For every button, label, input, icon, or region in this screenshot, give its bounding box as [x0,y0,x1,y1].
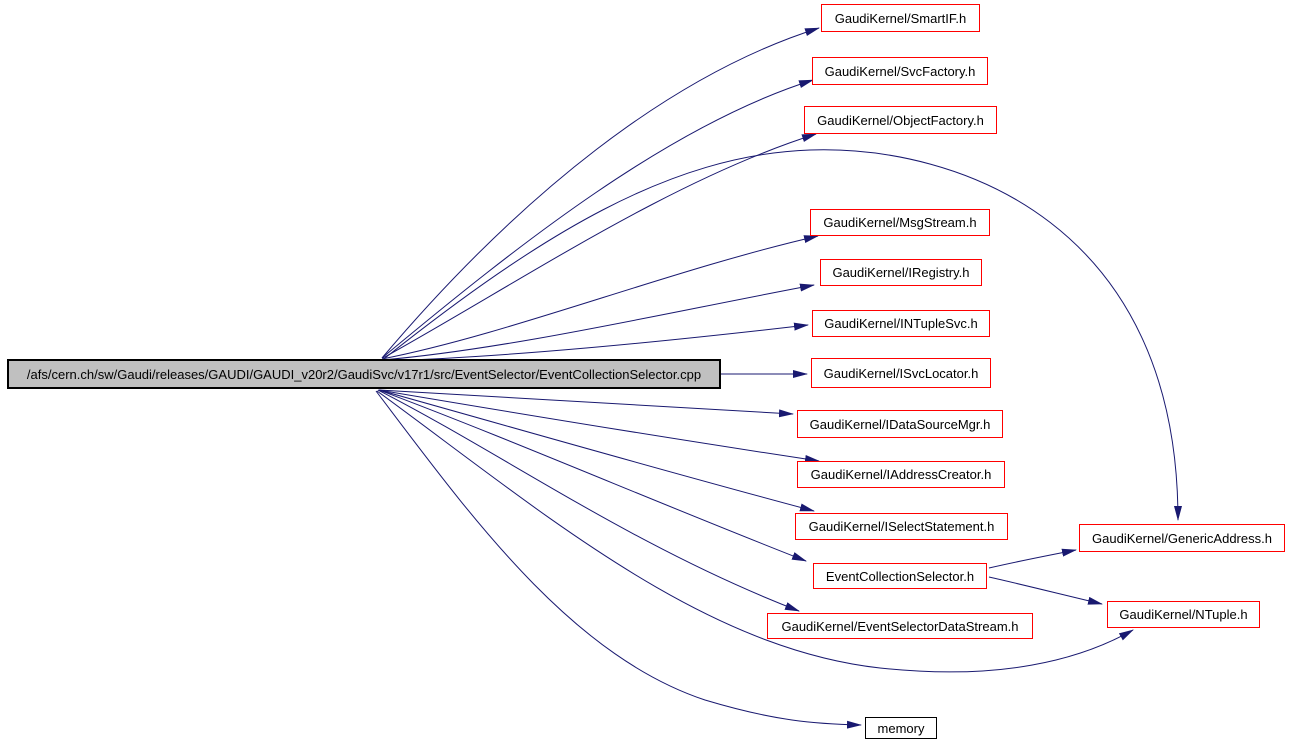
edge-main-to-iselectstatement [378,389,815,512]
edge-main-to-msgstream [381,235,819,360]
graph-node-iaddresscreator[interactable]: GaudiKernel/IAddressCreator.h [797,461,1005,488]
graph-node-iregistry[interactable]: GaudiKernel/IRegistry.h [820,259,982,286]
graph-node-isvclocator[interactable]: GaudiKernel/ISvcLocator.h [811,358,991,388]
graph-node-label: GaudiKernel/IDataSourceMgr.h [809,416,991,432]
edge-main-to-eventcollectionselector [378,389,807,562]
graph-node-intuplesvc[interactable]: GaudiKernel/INTupleSvc.h [812,310,990,337]
graph-node-source-file: /afs/cern.ch/sw/Gaudi/releases/GAUDI/GAU… [7,359,721,389]
graph-node-iselectstatement[interactable]: GaudiKernel/ISelectStatement.h [795,513,1008,540]
graph-node-label: GaudiKernel/ObjectFactory.h [817,112,984,128]
graph-node-label: GaudiKernel/NTuple.h [1119,607,1248,622]
graph-node-eventcollectionselector[interactable]: EventCollectionSelector.h [813,563,987,589]
edge-eventcollectionselector-to-genericaddress [988,548,1077,569]
graph-node-label: memory [877,720,925,736]
graph-node-msgstream[interactable]: GaudiKernel/MsgStream.h [810,209,990,236]
graph-node-label: GaudiKernel/EventSelectorDataStream.h [781,618,1019,634]
edge-main-to-iaddresscreator [378,389,820,463]
graph-node-ntuple[interactable]: GaudiKernel/NTuple.h [1107,601,1260,628]
edge-main-to-memory [375,390,862,729]
graph-node-smartif[interactable]: GaudiKernel/SmartIF.h [821,4,980,32]
edge-main-to-intuplesvc [381,322,809,362]
graph-node-objectfactory[interactable]: GaudiKernel/ObjectFactory.h [804,106,997,134]
graph-node-idatasourcemgr[interactable]: GaudiKernel/IDataSourceMgr.h [797,410,1003,438]
edge-eventcollectionselector-to-ntuple [988,576,1103,605]
edge-main-to-smartif [381,27,820,359]
edge-main-to-iregistry [381,283,815,361]
graph-node-label: GaudiKernel/ISelectStatement.h [808,519,995,534]
edge-main-to-eventselectordatastream [377,389,800,612]
graph-node-label: GaudiKernel/IAddressCreator.h [810,467,992,482]
graph-node-label: GaudiKernel/INTupleSvc.h [824,316,978,331]
graph-node-svcfactory[interactable]: GaudiKernel/SvcFactory.h [812,57,988,85]
graph-node-label: GaudiKernel/IRegistry.h [832,265,970,280]
edge-main-to-objectfactory [382,133,817,359]
graph-node-label: GaudiKernel/GenericAddress.h [1092,530,1272,546]
graph-node-label: GaudiKernel/SvcFactory.h [824,63,976,79]
graph-node-label: /afs/cern.ch/sw/Gaudi/releases/GAUDI/GAU… [26,366,702,382]
graph-node-label: GaudiKernel/SmartIF.h [834,10,967,26]
graph-node-memory: memory [865,717,937,739]
edge-main-to-idatasourcemgr [378,389,794,418]
graph-node-label: EventCollectionSelector.h [825,568,975,584]
graph-node-label: GaudiKernel/MsgStream.h [823,215,977,230]
edge-main-to-ntuple [376,390,1134,673]
graph-node-eventselectordatastream[interactable]: GaudiKernel/EventSelectorDataStream.h [767,613,1033,639]
edge-main-to-genericaddress [384,149,1182,521]
graph-node-label: GaudiKernel/ISvcLocator.h [823,365,979,381]
edge-main-to-svcfactory [381,79,814,359]
graph-node-genericaddress[interactable]: GaudiKernel/GenericAddress.h [1079,524,1285,552]
